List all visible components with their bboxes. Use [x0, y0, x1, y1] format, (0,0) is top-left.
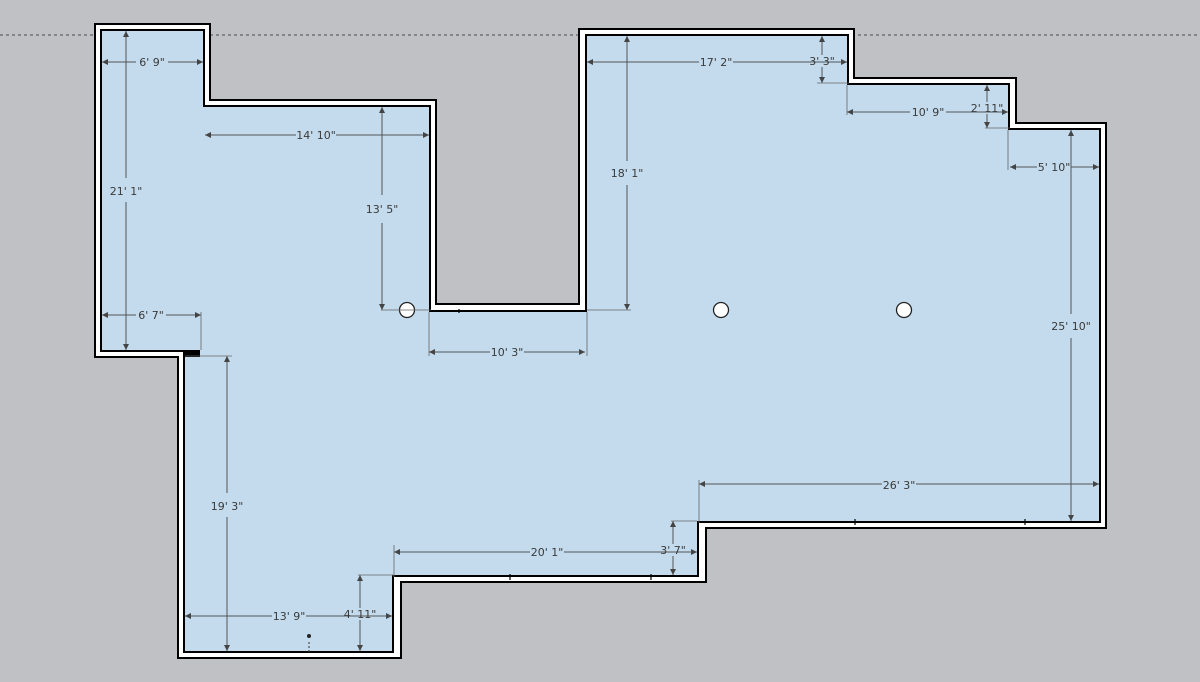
- dim-10-3-arrow-start: [429, 349, 435, 355]
- dim-label-2-11: 2' 11": [971, 102, 1004, 115]
- dim-14-10-arrow-end: [423, 132, 429, 138]
- dim-18-1-arrow-start: [624, 36, 630, 42]
- dim-6-7-arrow-start: [102, 312, 108, 318]
- dim-13-9-arrow-end: [386, 613, 392, 619]
- dim-label-25-10: 25' 10": [1051, 320, 1091, 333]
- dim-2-11-arrow-start: [984, 85, 990, 91]
- dim-label-10-9: 10' 9": [912, 106, 945, 119]
- marker-dot: [307, 634, 311, 638]
- dim-label-13-5: 13' 5": [366, 203, 399, 216]
- dim-5-10-arrow-start: [1010, 164, 1016, 170]
- dim-label-19-3: 19' 3": [211, 500, 244, 513]
- dim-4-11-arrow-start: [357, 575, 363, 581]
- dim-label-14-10: 14' 10": [296, 129, 336, 142]
- dim-21-1-arrow-end: [123, 344, 129, 350]
- dim-label-17-2: 17' 2": [700, 56, 733, 69]
- column-2: [712, 301, 730, 319]
- dim-5-10-arrow-end: [1093, 164, 1099, 170]
- dim-label-5-10: 5' 10": [1038, 161, 1071, 174]
- dim-4-11-arrow-end: [357, 645, 363, 651]
- dim-label-3-3: 3' 3": [809, 55, 835, 68]
- dim-20-1-arrow-end: [691, 549, 697, 555]
- dim-17-2-arrow-start: [587, 59, 593, 65]
- dim-label-6-9: 6' 9": [139, 56, 165, 69]
- dim-10-3-arrow-end: [579, 349, 585, 355]
- dim-3-3-arrow-end: [819, 77, 825, 83]
- dim-13-9-arrow-start: [185, 613, 191, 619]
- wall-ticks: [429, 120, 1026, 580]
- dim-label-21-1: 21' 1": [110, 185, 143, 198]
- dim-3-7-arrow-end: [670, 569, 676, 575]
- dim-3-7-arrow-start: [670, 521, 676, 527]
- dim-19-3-arrow-end: [224, 645, 230, 651]
- dim-17-2-arrow-end: [841, 59, 847, 65]
- dim-6-9-arrow-start: [102, 59, 108, 65]
- dim-6-9-arrow-end: [197, 59, 203, 65]
- dim-10-9-arrow-start: [847, 109, 853, 115]
- dim-25-10-arrow-start: [1068, 130, 1074, 136]
- dimension-lines: [102, 31, 1099, 651]
- dim-label-6-7: 6' 7": [138, 309, 164, 322]
- dim-26-3-arrow-end: [1093, 481, 1099, 487]
- dim-label-4-11: 4' 11": [344, 608, 377, 621]
- dim-2-11-arrow-end: [984, 122, 990, 128]
- dim-14-10-arrow-start: [205, 132, 211, 138]
- column-3: [895, 301, 913, 319]
- dimension-labels: 6' 9" 14' 10" 21' 1" 13' 5" 6' 7" 10' 3"…: [110, 55, 1091, 623]
- dim-label-26-3: 26' 3": [883, 479, 916, 492]
- dim-label-20-1: 20' 1": [531, 546, 564, 559]
- dim-6-7-arrow-end: [195, 312, 201, 318]
- dim-label-18-1: 18' 1": [611, 167, 644, 180]
- dim-18-1-arrow-end: [624, 304, 630, 310]
- dim-label-13-9: 13' 9": [273, 610, 306, 623]
- dim-19-3-arrow-start: [224, 356, 230, 362]
- extension-lines: [185, 82, 1010, 577]
- dim-21-1-arrow-start: [123, 31, 129, 37]
- dim-10-9-arrow-end: [1002, 109, 1008, 115]
- dim-label-10-3: 10' 3": [491, 346, 524, 359]
- dim-26-3-arrow-start: [699, 481, 705, 487]
- floor-area: [102, 31, 1099, 651]
- dim-3-3-arrow-start: [819, 36, 825, 42]
- dim-25-10-arrow-end: [1068, 515, 1074, 521]
- dim-20-1-arrow-start: [394, 549, 400, 555]
- dim-label-3-7: 3' 7": [660, 544, 686, 557]
- dim-13-5-arrow-end: [379, 304, 385, 310]
- dim-13-5-arrow-start: [379, 107, 385, 113]
